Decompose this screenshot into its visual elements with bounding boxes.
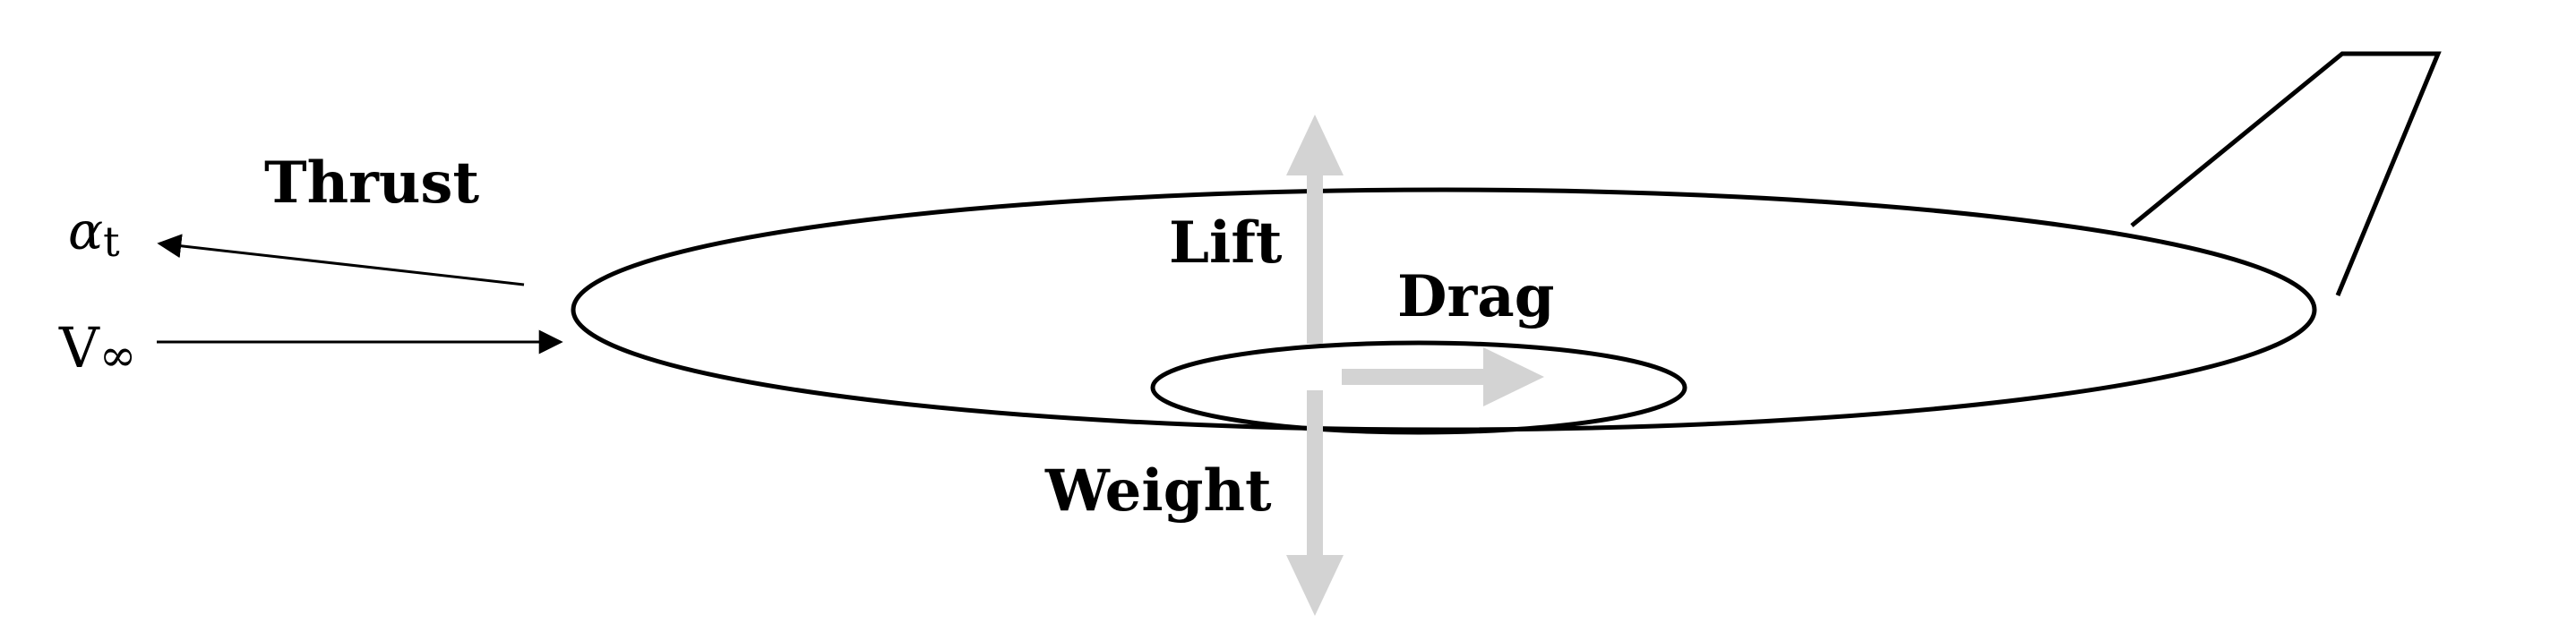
alpha-subscript: t [103,218,120,266]
v-infinity-label: V∞ [58,315,136,381]
thrust-label: Thrust [264,149,479,217]
lift-arrow [1286,115,1344,344]
alpha-symbol: α [68,201,103,261]
alpha-t-label: αt [68,201,120,266]
velocity-symbol: V [58,315,100,380]
lift-label: Lift [1169,209,1283,277]
wing [1150,340,1687,435]
drag-arrow [1342,347,1544,406]
weight-label: Weight [1044,457,1272,525]
thrust-arrow [157,234,525,286]
weight-arrow [1286,390,1344,616]
fuselage [571,187,2317,432]
drag-label: Drag [1397,263,1554,330]
velocity-subscript: ∞ [99,329,137,381]
tail-fin [2130,51,2442,296]
